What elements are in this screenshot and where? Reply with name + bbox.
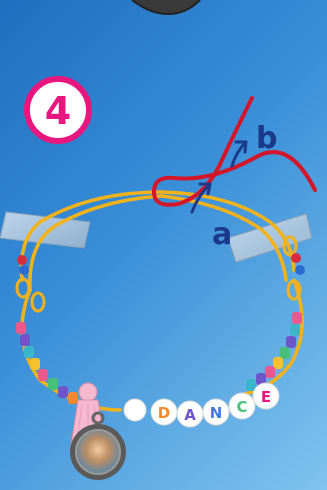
cord-end-beads — [17, 253, 305, 275]
charm-letter-a: A — [184, 406, 196, 424]
knot-diagram-icon — [151, 96, 317, 207]
step-badge: 4 — [24, 76, 92, 144]
left-knot-icon — [15, 277, 46, 313]
charm-letter-n: N — [210, 404, 223, 422]
letter-beads: D A N C E — [123, 382, 280, 428]
label-b: b — [256, 121, 277, 156]
previous-charm-icon — [131, 0, 201, 16]
arrow-a-icon — [190, 182, 212, 214]
step-number: 4 — [45, 89, 71, 133]
arrow-b-icon — [230, 140, 248, 168]
right-knot-icon — [282, 235, 302, 301]
photo-charm-icon — [70, 411, 126, 480]
charm-letter-c: C — [236, 398, 247, 416]
bead-row — [16, 312, 302, 404]
label-a: a — [212, 217, 232, 252]
charm-letter-e: E — [261, 388, 271, 406]
charm-letter-d: D — [158, 404, 170, 422]
